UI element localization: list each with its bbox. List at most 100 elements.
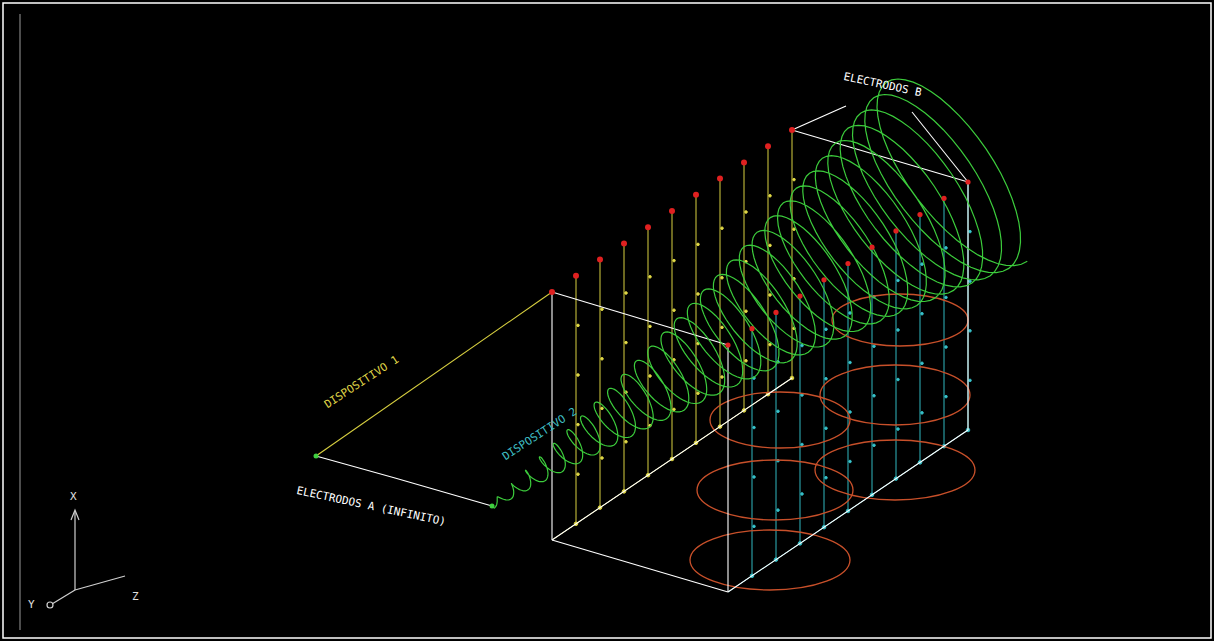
electrode-dot <box>769 294 772 297</box>
grid-line <box>848 264 849 512</box>
electrode-dot <box>621 240 627 246</box>
grid-line <box>600 260 601 508</box>
electrode-dot <box>969 379 972 382</box>
electrode-dot <box>849 460 852 463</box>
field-helix <box>494 79 1028 508</box>
grid-line <box>768 146 769 394</box>
electrode-dot <box>793 178 796 181</box>
electrode-dot <box>945 346 948 349</box>
electrode-dot <box>849 312 852 315</box>
axis-label: X <box>70 490 77 503</box>
grid-line <box>968 182 969 430</box>
electrode-dot <box>577 324 580 327</box>
electrode-dot <box>601 358 604 361</box>
electrode-dot <box>869 245 874 250</box>
electrode-dot <box>573 273 579 279</box>
electrode-dot <box>825 328 828 331</box>
electrode-dot <box>797 294 802 299</box>
electrode-dot <box>793 228 796 231</box>
device-1-line <box>316 292 552 456</box>
electrode-dot <box>721 227 724 230</box>
electrode-dot <box>825 377 828 380</box>
electrode-dot <box>649 375 652 378</box>
grid-line <box>696 195 697 443</box>
grid-line <box>896 231 897 479</box>
electrode-dot <box>753 476 756 479</box>
electrode-dot <box>721 277 724 280</box>
electrode-dot <box>669 208 675 214</box>
grid-line <box>872 247 873 495</box>
grid-line <box>552 378 792 540</box>
electrode-dot <box>649 325 652 328</box>
electrode-dot <box>849 411 852 414</box>
electrode-dot <box>897 329 900 332</box>
electrode-dot <box>969 230 972 233</box>
electrode-dot <box>745 310 748 313</box>
electrode-dot <box>969 280 972 283</box>
electrode-dot <box>577 473 580 476</box>
device-label: DISPOSITIVO 1 <box>322 353 401 411</box>
electrode-dot <box>945 247 948 250</box>
electrode-dot <box>921 412 924 415</box>
electrode-dot <box>873 444 876 447</box>
electrode-dot <box>789 127 795 133</box>
electrode-dot <box>801 493 804 496</box>
electrode-dot <box>601 407 604 410</box>
electrode-dot <box>673 309 676 312</box>
electrode-dot <box>601 308 604 311</box>
electrode-b-leader <box>792 106 846 130</box>
electrode-dot <box>753 426 756 429</box>
electrode-dot <box>697 392 700 395</box>
electrode-dot <box>897 279 900 282</box>
electrode-dot <box>969 330 972 333</box>
grid-line <box>576 276 577 524</box>
axis-label: Z <box>132 590 139 603</box>
grid-line <box>944 198 945 446</box>
axis-triad <box>47 510 125 608</box>
electrode-dot <box>673 259 676 262</box>
electrode-dot <box>717 176 723 182</box>
electrode-dot <box>945 395 948 398</box>
box-edges <box>552 130 968 592</box>
electrode-dot <box>801 443 804 446</box>
electrode-dot <box>721 326 724 329</box>
electrode-dot <box>577 423 580 426</box>
electrode-dot <box>625 292 628 295</box>
grid-line <box>752 329 753 576</box>
axis-label: Y <box>28 598 35 611</box>
electrode-dot <box>745 360 748 363</box>
electrode-dot <box>673 408 676 411</box>
electrode-a-dot <box>314 454 319 459</box>
electrode-dot <box>625 441 628 444</box>
electrode-dot <box>873 345 876 348</box>
electrode-dot <box>941 196 946 201</box>
grid-line <box>624 243 625 491</box>
electrode-dot <box>649 276 652 279</box>
electrode-dot <box>769 343 772 346</box>
electrode-dot <box>777 509 780 512</box>
electrode-dot <box>849 361 852 364</box>
electrode-dot <box>765 143 771 149</box>
electrode-dot <box>625 341 628 344</box>
electrode-dot <box>769 244 772 247</box>
electrode-dot <box>921 362 924 365</box>
electrode-label: ELECTRODOS A (INFINITO) <box>295 484 447 528</box>
grid-line <box>800 296 801 543</box>
electrode-dot <box>773 310 778 315</box>
electrode-dot <box>921 263 924 266</box>
grid-line <box>720 179 721 427</box>
electrode-dot <box>601 457 604 460</box>
electrode-dot <box>965 179 970 184</box>
electrode-dot <box>597 257 603 263</box>
electrode-a-dot <box>490 504 495 509</box>
electrode-dot <box>897 378 900 381</box>
electrode-dot <box>741 159 747 165</box>
electrode-dot <box>801 344 804 347</box>
electrode-dot <box>645 224 651 230</box>
electrode-dot <box>821 277 826 282</box>
electrode-dot <box>721 376 724 379</box>
electrode-dot <box>745 211 748 214</box>
electrode-dot <box>893 228 898 233</box>
